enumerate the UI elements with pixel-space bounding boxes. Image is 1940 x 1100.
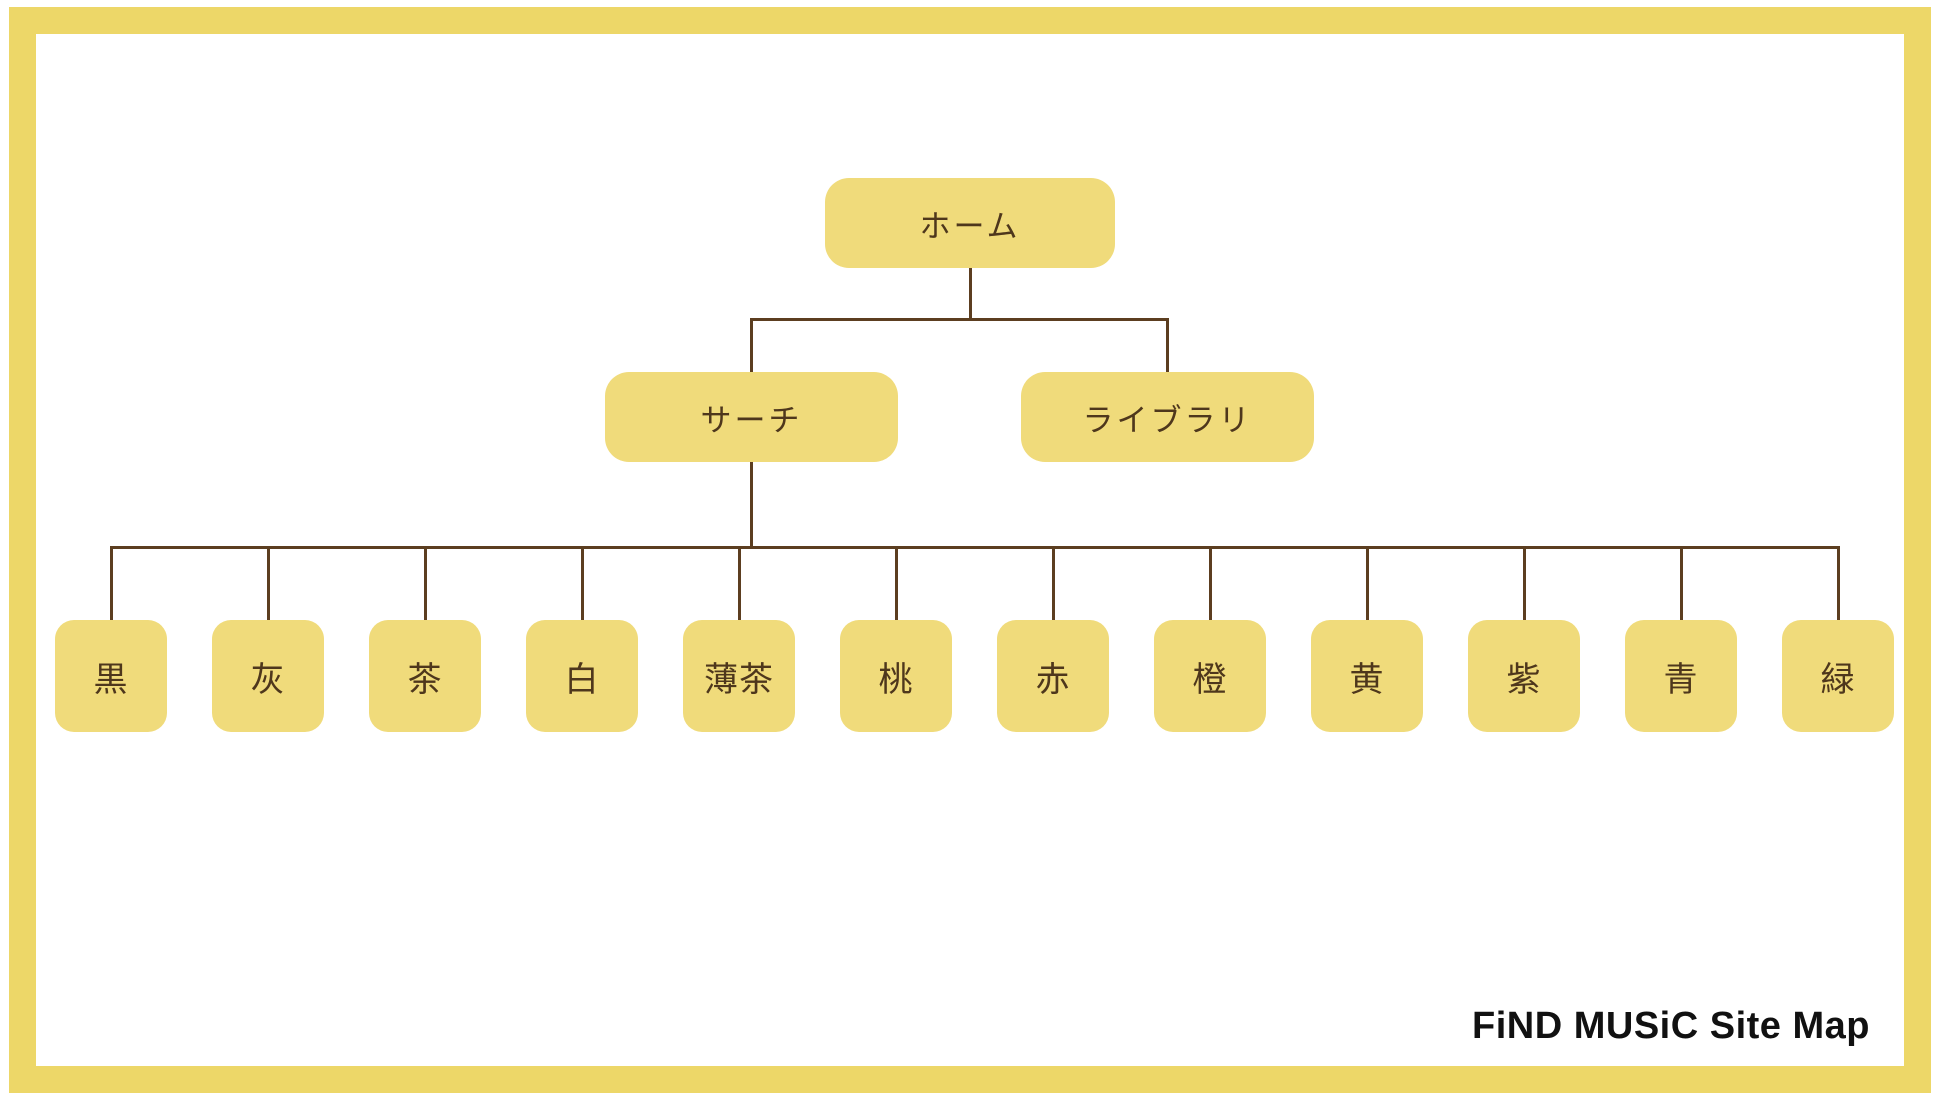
node-color-brown-label: 茶	[407, 660, 443, 699]
node-color-red-label: 赤	[1035, 660, 1071, 699]
node-color-white-label: 白	[564, 660, 600, 699]
node-library-label: ライブラリ	[1082, 402, 1253, 438]
connector-search-drop	[750, 318, 753, 374]
node-color-lightbrown: 薄茶	[683, 620, 795, 732]
node-color-purple-label: 紫	[1506, 660, 1542, 699]
connector-leaf-drop	[110, 546, 113, 620]
node-color-green-label: 緑	[1820, 660, 1856, 699]
connector-leaf-drop	[1052, 546, 1055, 620]
connector-leaf-drop	[895, 546, 898, 620]
node-color-purple: 紫	[1468, 620, 1580, 732]
node-color-brown: 茶	[369, 620, 481, 732]
connector-level2-bar	[750, 318, 1169, 321]
connector-leaf-drop	[1366, 546, 1369, 620]
connector-leaf-drop	[1209, 546, 1212, 620]
node-color-orange: 橙	[1154, 620, 1266, 732]
node-color-gray-label: 灰	[250, 660, 286, 699]
node-color-yellow: 黄	[1311, 620, 1423, 732]
connector-leaf-drop	[738, 546, 741, 620]
node-search: サーチ	[605, 372, 898, 462]
connector-leaf-drop	[1680, 546, 1683, 620]
node-color-orange-label: 橙	[1192, 660, 1228, 699]
node-color-black-label: 黒	[93, 660, 129, 699]
connector-leaf-drop	[267, 546, 270, 620]
node-color-yellow-label: 黄	[1349, 660, 1385, 699]
node-color-blue-label: 青	[1663, 660, 1699, 699]
node-color-blue: 青	[1625, 620, 1737, 732]
node-color-pink: 桃	[840, 620, 952, 732]
node-color-white: 白	[526, 620, 638, 732]
connector-home-trunk	[969, 266, 972, 320]
connector-leaf-bar	[110, 546, 1839, 549]
node-search-label: サーチ	[700, 402, 803, 438]
node-color-red: 赤	[997, 620, 1109, 732]
connector-search-trunk	[750, 460, 753, 548]
node-color-black: 黒	[55, 620, 167, 732]
connector-leaf-drop	[424, 546, 427, 620]
node-color-lightbrown-label: 薄茶	[704, 660, 774, 699]
footer-title: FiND MUSiC Site Map	[1472, 1005, 1870, 1047]
border-frame	[9, 7, 1931, 1093]
node-color-pink-label: 桃	[878, 660, 914, 699]
connector-leaf-drop	[1837, 546, 1840, 620]
node-home-label: ホーム	[919, 208, 1021, 244]
node-library: ライブラリ	[1021, 372, 1314, 462]
connector-library-drop	[1166, 318, 1169, 374]
connector-leaf-drop	[1523, 546, 1526, 620]
node-home: ホーム	[825, 178, 1115, 268]
node-color-gray: 灰	[212, 620, 324, 732]
node-color-green: 緑	[1782, 620, 1894, 732]
connector-leaf-drop	[581, 546, 584, 620]
